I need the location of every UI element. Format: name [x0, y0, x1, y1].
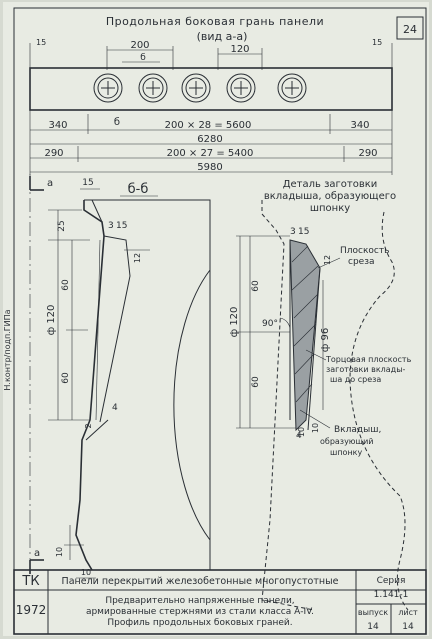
detail-title-3: шпонку — [310, 203, 350, 214]
dim-row1-delta: б — [114, 117, 120, 128]
section-mark-a-bottom: а — [34, 548, 40, 559]
detail-view: Деталь заготовки вкладыша, образующего ш… — [229, 179, 412, 611]
dim-row2-290-right: 290 — [358, 148, 377, 159]
void-circle-2 — [138, 73, 168, 103]
bb-dim-2: 2 — [84, 423, 93, 428]
dim-overall-6280: 6280 — [197, 134, 222, 145]
void-circle-4 — [226, 73, 256, 103]
page-number: 24 — [403, 23, 417, 36]
dim-top-15-left: 15 — [36, 38, 46, 47]
dim-row2-middle: 200 × 27 = 5400 — [167, 148, 254, 159]
detail-label-end-1: Торцовая плоскость — [325, 355, 412, 364]
detail-angle-90: 90° — [262, 319, 278, 329]
detail-title-1: Деталь заготовки — [283, 179, 378, 190]
bb-dim-10-horiz: 10 — [81, 568, 91, 577]
bb-dim-3: 3 — [108, 221, 114, 231]
detail-dim-60-upper: 60 — [251, 280, 261, 292]
void-circle-5 — [277, 73, 307, 103]
detail-label-insert-1: Вкладыш, — [334, 425, 381, 435]
title-block: ТК 1972 Панели перекрытий железобетонные… — [13, 569, 427, 635]
dim-row2-290-left: 290 — [44, 148, 63, 159]
bb-dim-60-lower: 60 — [61, 372, 71, 384]
sheet-label: лист — [398, 608, 418, 617]
section-mark-a-top: а — [47, 178, 53, 189]
title-year: 1972 — [16, 603, 47, 617]
dim-row1-340-right: 340 — [350, 120, 369, 131]
bb-dim-10-vert: 10 — [55, 547, 64, 557]
detail-dim-60-lower: 60 — [251, 376, 261, 388]
issue-value: 14 — [367, 622, 379, 632]
detail-dim-10a: 10 — [297, 427, 306, 437]
title-desc-1: Предварительно напряженные панели, — [105, 596, 294, 606]
dim-row1-340-left: 340 — [48, 120, 67, 131]
detail-label-end-3: ша до среза — [330, 375, 381, 384]
detail-dim-phi96: ф 96 — [320, 328, 331, 352]
title-name: Панели перекрытий железобетонные многопу… — [62, 576, 339, 587]
dim-overall-5980: 5980 — [197, 162, 222, 173]
dim-top-delta: б — [140, 53, 146, 63]
bb-dim-15b: 15 — [116, 221, 127, 231]
section-bb-title: б-б — [128, 182, 149, 197]
sheet-subtitle: (вид а-а) — [197, 30, 248, 43]
detail-dim-3: 3 — [290, 227, 296, 237]
bb-dim-25: 25 — [57, 220, 67, 231]
bb-dim-15: 15 — [82, 178, 93, 188]
issue-label: выпуск — [358, 608, 388, 617]
paper-sheet — [3, 2, 429, 636]
detail-dim-12: 12 — [323, 255, 332, 265]
section-bb-view: б-б 25 60 60 ф 120 15 3 15 12 4 2 10 — [29, 174, 211, 579]
detail-dim-15: 15 — [298, 227, 309, 237]
series-value: 1.141-1 — [374, 590, 409, 600]
detail-title-2: вкладыша, образующего — [264, 191, 396, 202]
detail-label-plane-1: Плоскость — [340, 246, 389, 256]
detail-dim-10b: 10 — [311, 423, 320, 433]
side-stamp: Н.контр/подп.ГИПа — [3, 309, 12, 390]
bb-dim-12: 12 — [133, 253, 142, 263]
title-code: ТК — [21, 574, 39, 589]
detail-label-end-2: заготовки вклады- — [326, 365, 406, 374]
dim-top-15-right: 15 — [372, 38, 382, 47]
detail-dim-4: 4 — [296, 431, 302, 441]
bb-dim-phi120: ф 120 — [46, 305, 57, 336]
series-label: Серия — [377, 576, 406, 586]
title-desc-3: Профиль продольных боковых граней. — [107, 618, 292, 628]
sheet-value: 14 — [402, 622, 414, 632]
detail-label-insert-3: шпонку — [330, 448, 363, 457]
detail-dim-phi120: ф 120 — [229, 307, 240, 338]
title-desc-2: армированные стержнями из стали класса А… — [86, 607, 314, 617]
detail-label-insert-2: образующий — [320, 437, 373, 446]
bb-dim-60-upper: 60 — [61, 279, 71, 291]
bb-dim-4: 4 — [112, 403, 118, 413]
sheet-title: Продольная боковая грань панели — [106, 15, 324, 28]
detail-label-plane-2: среза — [348, 257, 375, 267]
void-circle-1 — [93, 73, 123, 103]
dim-top-120: 120 — [230, 44, 249, 55]
elevation-view: 15 200 б 120 15 — [29, 38, 393, 191]
page-number-box — [396, 16, 424, 40]
dim-top-200: 200 — [130, 40, 149, 51]
dim-row1-middle: 200 × 28 = 5600 — [165, 120, 252, 131]
void-circle-3 — [181, 73, 211, 103]
